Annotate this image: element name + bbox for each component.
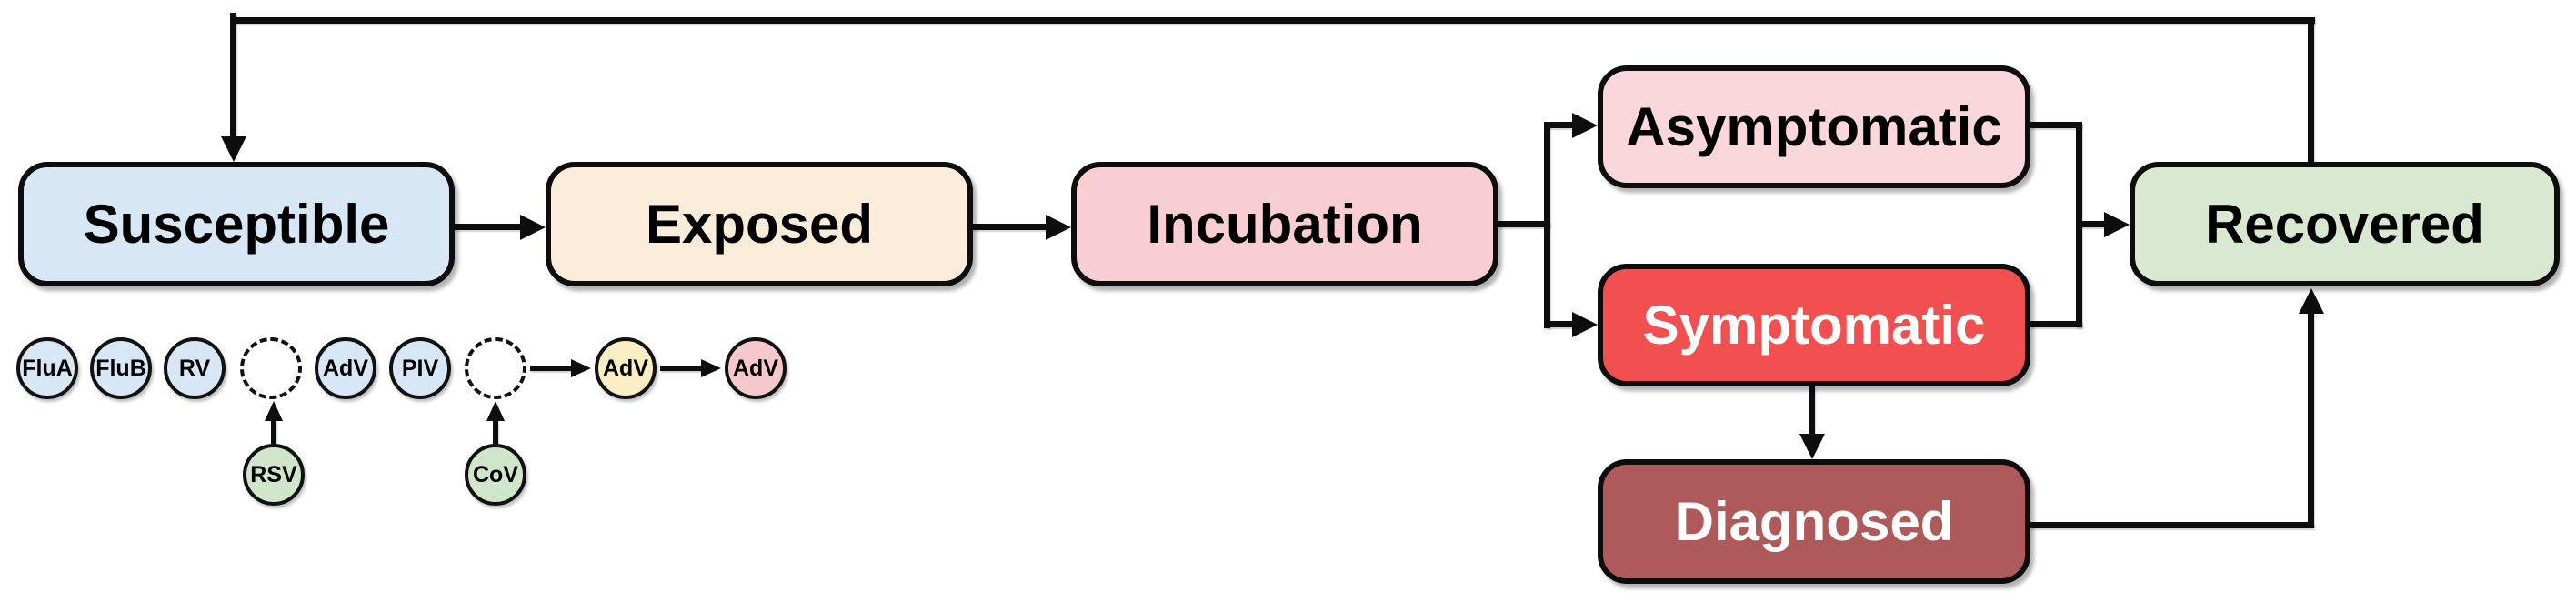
placeholder2-advyellow-arrowhead-icon bbox=[571, 359, 591, 377]
merge-vertical-line bbox=[2076, 122, 2082, 327]
merge-to-recovered-line bbox=[2080, 221, 2105, 227]
arrow-cov-placeholder2-line bbox=[493, 419, 498, 444]
virus-flua: FluA bbox=[16, 337, 78, 399]
virus-cov: CoV bbox=[465, 444, 526, 506]
arrow-exposed-incubation-line bbox=[973, 224, 1047, 230]
node-susceptible: Susceptible bbox=[18, 162, 455, 286]
virus-rsv: RSV bbox=[243, 444, 305, 506]
arrow-recovered-to-susceptible-top-line bbox=[230, 17, 2315, 24]
arrow-symptomatic-diagnosed-line bbox=[1809, 386, 1815, 435]
advyellow-advpink-arrowhead-icon bbox=[701, 359, 721, 377]
virus-adv-blue: AdV bbox=[315, 337, 376, 399]
susceptible-exposed-arrowhead-icon bbox=[520, 215, 546, 240]
arrow-advyellow-advpink-line bbox=[660, 366, 702, 371]
arrow-placeholder2-advyellow-line bbox=[530, 366, 572, 371]
node-asymptomatic: Asymptomatic bbox=[1598, 65, 2030, 188]
exposed-incubation-arrowhead-icon bbox=[1046, 215, 1071, 240]
asymptomatic-to-merge-line bbox=[2030, 122, 2082, 128]
virus-placeholder-1 bbox=[240, 337, 302, 399]
rsv-placeholder1-arrowhead-icon bbox=[265, 401, 283, 421]
arrow-susceptible-exposed-line bbox=[455, 224, 522, 230]
fork-to-symptomatic-line bbox=[1548, 321, 1573, 327]
arrow-incubation-fork-line bbox=[1498, 221, 1550, 227]
arrow-recovered-to-susceptible-left-line bbox=[230, 13, 236, 138]
virus-piv: PIV bbox=[389, 337, 451, 399]
node-recovered: Recovered bbox=[2130, 162, 2560, 286]
fork-vertical-line bbox=[1544, 122, 1550, 328]
virus-flub: FluB bbox=[90, 337, 152, 399]
node-diagnosed: Diagnosed bbox=[1598, 459, 2030, 584]
node-exposed: Exposed bbox=[546, 162, 973, 286]
cov-placeholder2-arrowhead-icon bbox=[486, 401, 505, 421]
fork-to-asymptomatic-line bbox=[1548, 122, 1573, 128]
virus-adv-pink: AdV bbox=[725, 337, 787, 399]
merge-recovered-arrowhead-icon bbox=[2104, 212, 2130, 237]
arrow-diagnosed-right-line bbox=[2030, 522, 2314, 528]
virus-placeholder-2 bbox=[465, 337, 526, 399]
arrow-rsv-placeholder1-line bbox=[271, 419, 276, 444]
fork-symptomatic-arrowhead-icon bbox=[1572, 312, 1598, 337]
virus-adv-yellow: AdV bbox=[595, 337, 657, 399]
symptomatic-to-merge-line bbox=[2030, 321, 2082, 327]
node-incubation: Incubation bbox=[1071, 162, 1498, 286]
arrow-diagnosed-up-line bbox=[2308, 313, 2314, 526]
arrow-recovered-top-stub-line bbox=[2308, 17, 2314, 163]
recovered-to-susceptible-arrowhead-icon bbox=[221, 136, 246, 162]
node-symptomatic: Symptomatic bbox=[1598, 264, 2030, 386]
diagnosed-recovered-arrowhead-icon bbox=[2299, 288, 2324, 314]
virus-rv: RV bbox=[164, 337, 226, 399]
symptomatic-diagnosed-arrowhead-icon bbox=[1799, 434, 1825, 459]
fork-asymptomatic-arrowhead-icon bbox=[1572, 113, 1598, 138]
